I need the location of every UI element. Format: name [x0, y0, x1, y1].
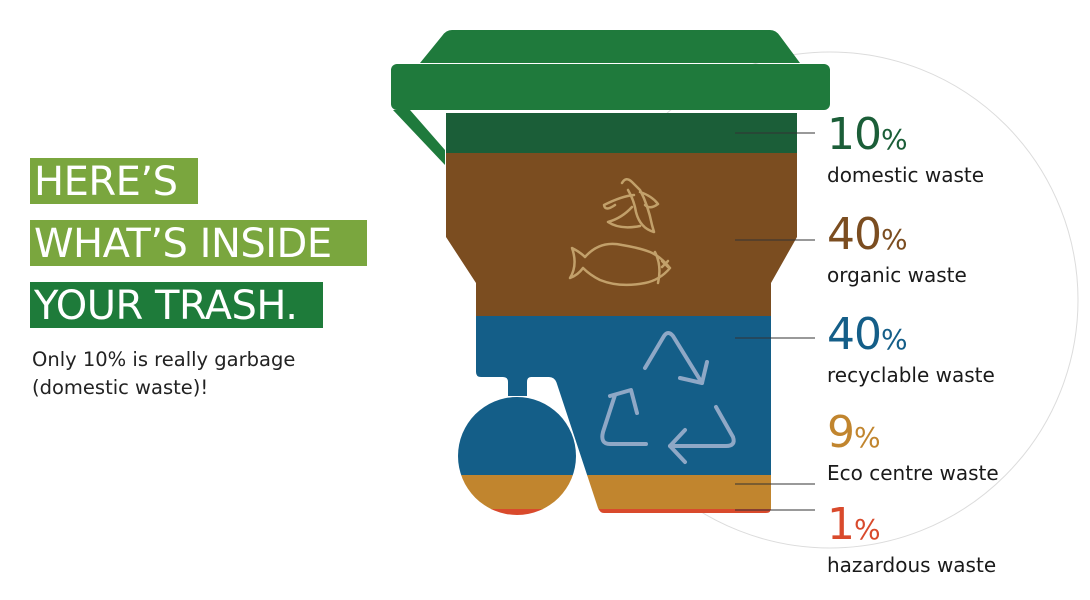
- legend-entry: 1%hazardous waste: [827, 502, 997, 578]
- leader-lines: [735, 132, 815, 511]
- percent-value: 10%: [827, 112, 984, 163]
- legend-entry: 40%organic waste: [827, 212, 967, 288]
- subtitle-line-2: (domestic waste)!: [32, 376, 209, 399]
- headline-line-2: WHAT’S INSIDE: [30, 220, 367, 267]
- percent-number: 10: [827, 109, 882, 160]
- band-eco-centre: [446, 475, 797, 510]
- legend-entry: 9%Eco centre waste: [827, 410, 999, 486]
- bin-handle: [393, 110, 445, 165]
- headline-line-3: YOUR TRASH.: [30, 282, 323, 329]
- percent-symbol: %: [854, 421, 881, 454]
- bin-lid-top: [420, 30, 800, 63]
- category-label: domestic waste: [827, 163, 985, 187]
- percent-symbol: %: [881, 123, 908, 156]
- percent-number: 9: [827, 407, 855, 458]
- percent-number: 40: [827, 209, 882, 260]
- band-organic: [446, 153, 797, 317]
- bin-lid: [391, 64, 830, 110]
- percent-symbol: %: [881, 223, 908, 256]
- percent-symbol: %: [854, 513, 881, 546]
- subtitle: Only 10% is really garbage (domestic was…: [32, 346, 295, 402]
- percent-value: 1%: [827, 502, 996, 553]
- percent-symbol: %: [881, 323, 908, 356]
- percent-number: 1: [827, 499, 855, 550]
- category-label: Eco centre waste: [827, 461, 999, 485]
- percent-value: 40%: [827, 212, 967, 263]
- organic-waste-icon: [568, 178, 672, 287]
- subtitle-line-1: Only 10% is really garbage: [32, 348, 296, 371]
- band-hazardous: [446, 509, 797, 513]
- percent-number: 40: [827, 309, 882, 360]
- category-label: recyclable waste: [827, 363, 995, 387]
- category-label: hazardous waste: [827, 553, 997, 577]
- headline-line-1: HERE’S: [30, 158, 198, 205]
- category-label: organic waste: [827, 263, 967, 287]
- percent-value: 40%: [827, 312, 995, 363]
- legend-entry: 40%recyclable waste: [827, 312, 995, 388]
- band-eco-centre: [458, 475, 576, 510]
- legend-entry: 10%domestic waste: [827, 112, 985, 188]
- recycle-icon: [600, 331, 736, 464]
- percent-value: 9%: [827, 410, 999, 461]
- band-hazardous: [458, 509, 576, 515]
